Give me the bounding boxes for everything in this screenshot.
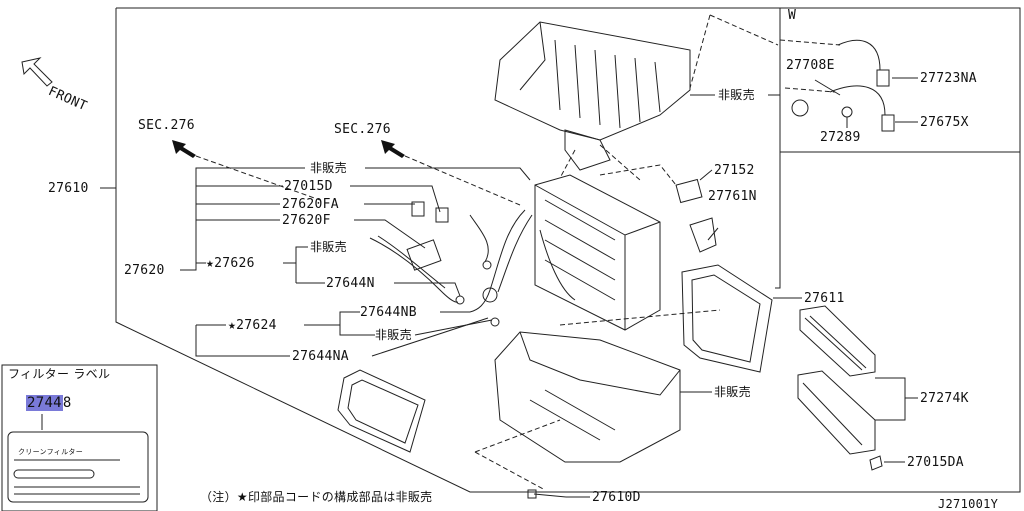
sec-arrow-mid-icon <box>381 140 521 206</box>
main-frame <box>115 7 1021 493</box>
dashed-guides <box>474 14 841 491</box>
amplifier-part <box>689 217 717 253</box>
label-27620: 27620 <box>124 263 165 278</box>
leader-lines <box>100 77 918 498</box>
label-hanbai-lower: 非販売 <box>714 385 751 399</box>
label-27620FA: 27620FA <box>282 197 339 212</box>
filter-code-highlight: 2744 <box>26 395 63 411</box>
filter-label-code: 27448 <box>26 395 72 411</box>
label-27610D: 27610D <box>592 490 641 505</box>
label-27620F: 27620F <box>282 213 331 228</box>
filter-label-box <box>1 364 158 511</box>
filter-card-text: クリーンフィルター <box>18 448 83 456</box>
label-27675X: 27675X <box>920 115 969 130</box>
sec-left-label: SEC.276 <box>138 118 195 133</box>
label-27626: ★27626 <box>206 256 255 271</box>
screw-part <box>527 489 567 499</box>
label-hanbai-3: 非販売 <box>375 328 412 342</box>
label-27611: 27611 <box>804 291 845 306</box>
label-hanbai-top: 非販売 <box>310 161 347 175</box>
expansion-valve-pipes <box>369 201 576 327</box>
diagram-id: J271001Y <box>938 497 999 511</box>
sensor-body <box>791 99 853 118</box>
label-27644N: 27644N <box>326 276 375 291</box>
label-27624: ★27624 <box>228 318 277 333</box>
label-27015D: 27015D <box>284 179 333 194</box>
label-27644NA: 27644NA <box>292 349 349 364</box>
left-frame-part <box>337 369 426 453</box>
label-27644NB: 27644NB <box>360 305 417 320</box>
resistor-part <box>675 178 703 204</box>
label-27723NA: 27723NA <box>920 71 977 86</box>
label-hanbai-2: 非販売 <box>310 240 347 254</box>
label-27708E: 27708E <box>786 58 835 73</box>
label-27610: 27610 <box>48 181 89 196</box>
label-27015DA: 27015DA <box>907 455 964 470</box>
lower-case-part <box>494 331 681 463</box>
label-27289: 27289 <box>820 130 861 145</box>
label-27274K: 27274K <box>920 391 969 406</box>
label-27761N: 27761N <box>708 189 757 204</box>
filter-label-title: フィルター ラベル <box>8 367 111 381</box>
inset-frame <box>779 7 1021 153</box>
sensor-harness-1 <box>837 39 890 87</box>
label-hanbai-case: 非販売 <box>718 88 755 102</box>
footnote: （注）★印部品コードの構成部品は非販売 <box>200 490 433 504</box>
clip-part <box>869 455 883 471</box>
evaporator-part <box>534 174 661 331</box>
sec-mid-label: SEC.276 <box>334 122 391 137</box>
sec-arrow-left-icon <box>172 140 321 201</box>
filter-lower-part <box>797 370 876 455</box>
upper-case-part <box>494 21 691 171</box>
filter-code-rest: 8 <box>62 395 72 411</box>
sensor-harness-2 <box>829 85 895 132</box>
label-27152: 27152 <box>714 163 755 178</box>
front-arrow-icon <box>21 57 53 87</box>
inset-title: W <box>788 8 797 23</box>
filter-upper-part <box>799 305 876 377</box>
filter-frame-part <box>681 264 773 373</box>
